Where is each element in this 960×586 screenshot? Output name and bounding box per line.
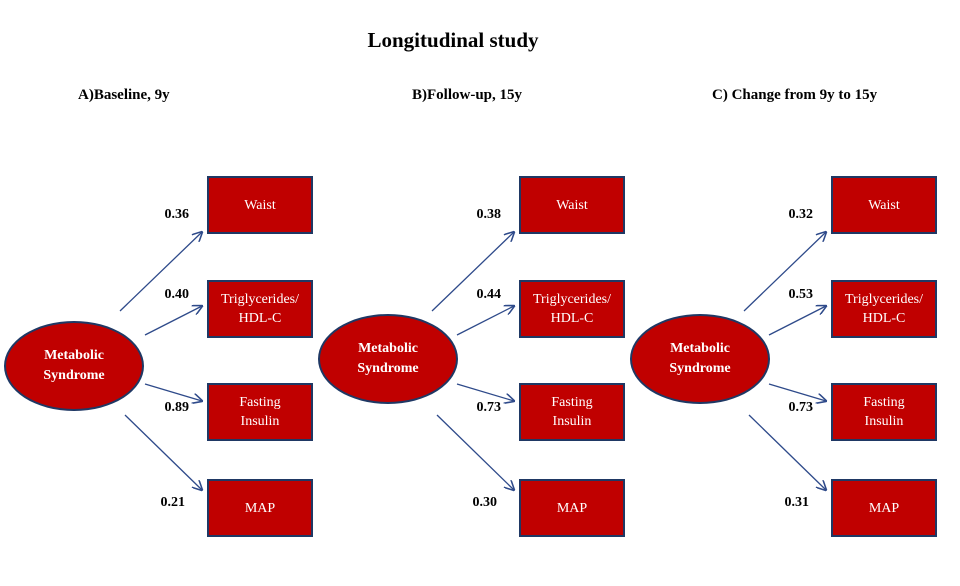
panel-c-loading-waist: 0.32 xyxy=(788,207,814,222)
panel-b-loading-insulin: 0.73 xyxy=(476,400,502,415)
indicator-label: Waist xyxy=(244,197,276,213)
latent-label-line1: Metabolic xyxy=(670,341,730,356)
panel-b-arrow-insulin xyxy=(456,383,514,401)
panel-c-heading: C) Change from 9y to 15y xyxy=(712,87,878,103)
indicator-label: Fasting xyxy=(551,395,593,410)
panel-c-loading-map: 0.31 xyxy=(784,495,810,510)
panel-a-arrow-waist xyxy=(119,232,202,312)
panel-b-map-node: MAP xyxy=(519,479,625,537)
indicator-label: Triglycerides/ xyxy=(220,292,300,307)
panel-b-heading: B)Follow-up, 15y xyxy=(412,87,523,103)
panel-a-fasting-insulin-node: Fasting Insulin xyxy=(207,383,313,441)
indicator-label: Triglycerides/ xyxy=(844,292,924,307)
panel-b-metabolic-syndrome-node: Metabolic Syndrome xyxy=(318,314,458,404)
indicator-label: Triglycerides/ xyxy=(532,292,612,307)
latent-label-line1: Metabolic xyxy=(358,341,418,356)
indicator-label: MAP xyxy=(556,500,588,516)
panel-c-loading-insulin: 0.73 xyxy=(788,400,814,415)
latent-label-line2: Syndrome xyxy=(43,368,105,383)
panel-c-arrow-waist xyxy=(743,232,826,312)
indicator-label: MAP xyxy=(868,500,900,516)
panel-b-waist-node: Waist xyxy=(519,176,625,234)
indicator-label: HDL-C xyxy=(550,311,594,326)
indicator-label: Insulin xyxy=(552,414,592,429)
panel-a-metabolic-syndrome-node: Metabolic Syndrome xyxy=(4,321,144,411)
latent-label-line1: Metabolic xyxy=(44,348,104,363)
indicator-label: Insulin xyxy=(864,414,904,429)
panel-a-trig-hdl-node: Triglycerides/ HDL-C xyxy=(207,280,313,338)
latent-label-line2: Syndrome xyxy=(669,361,731,376)
indicator-label: Fasting xyxy=(239,395,281,410)
panel-a-heading: A)Baseline, 9y xyxy=(78,87,170,103)
indicator-label: HDL-C xyxy=(238,311,282,326)
panel-a-waist-node: Waist xyxy=(207,176,313,234)
panel-b-loading-waist: 0.38 xyxy=(476,207,502,222)
panel-c-arrow-map xyxy=(748,414,826,490)
panel-a-loading-map: 0.21 xyxy=(160,495,186,510)
indicator-label: Waist xyxy=(556,197,588,213)
panel-b-fasting-insulin-node: Fasting Insulin xyxy=(519,383,625,441)
panel-a-arrow-insulin xyxy=(144,383,202,401)
panel-c-waist-node: Waist xyxy=(831,176,937,234)
indicator-label: Fasting xyxy=(863,395,905,410)
latent-label-line2: Syndrome xyxy=(357,361,419,376)
panel-b-arrow-map xyxy=(436,414,514,490)
panel-c-loading-trig: 0.53 xyxy=(788,287,814,302)
panel-a-arrow-map xyxy=(124,414,202,490)
panel-a-map-node: MAP xyxy=(207,479,313,537)
indicator-label: HDL-C xyxy=(862,311,906,326)
panel-b-arrow-trig xyxy=(456,306,514,336)
panel-c-fasting-insulin-node: Fasting Insulin xyxy=(831,383,937,441)
panel-c-arrow-insulin xyxy=(768,383,826,401)
panel-b-loading-trig: 0.44 xyxy=(476,287,502,302)
indicator-label: Insulin xyxy=(240,414,280,429)
panel-b-arrow-waist xyxy=(431,232,514,312)
panel-b-loading-map: 0.30 xyxy=(472,495,498,510)
panel-a-loading-trig: 0.40 xyxy=(164,287,190,302)
panel-c-arrow-trig xyxy=(768,306,826,336)
indicator-label: Waist xyxy=(868,197,900,213)
panel-b-trig-hdl-node: Triglycerides/ HDL-C xyxy=(519,280,625,338)
panel-a-arrow-trig xyxy=(144,306,202,336)
panel-a-loading-insulin: 0.89 xyxy=(164,400,190,415)
panel-c-trig-hdl-node: Triglycerides/ HDL-C xyxy=(831,280,937,338)
indicator-label: MAP xyxy=(244,500,276,516)
diagram-title: Longitudinal study xyxy=(367,28,539,52)
panel-a-loading-waist: 0.36 xyxy=(164,207,190,222)
panel-c-metabolic-syndrome-node: Metabolic Syndrome xyxy=(630,314,770,404)
panel-c-map-node: MAP xyxy=(831,479,937,537)
